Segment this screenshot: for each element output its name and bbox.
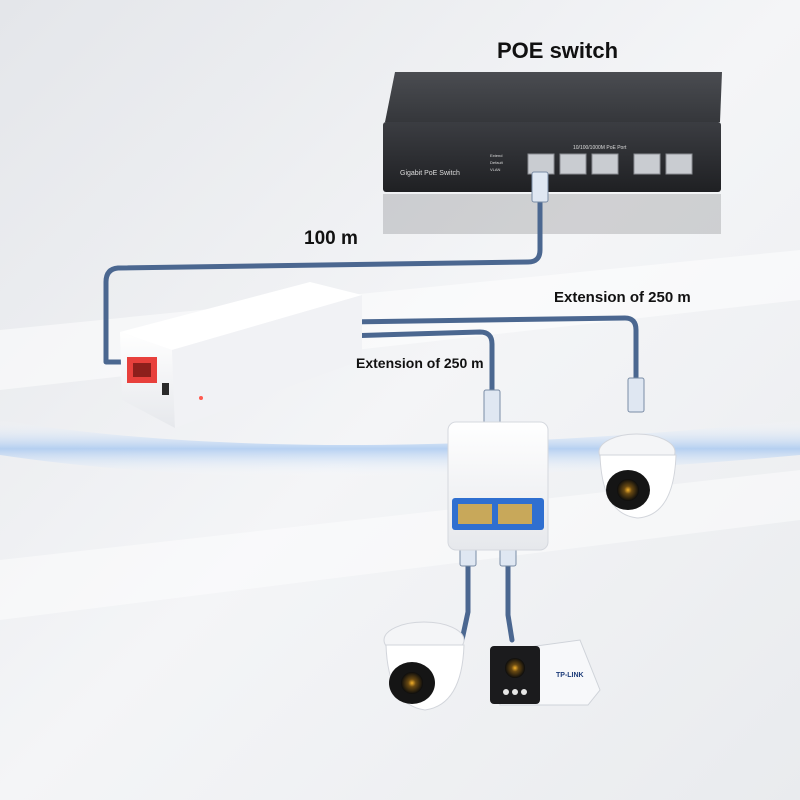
dome-camera-right bbox=[598, 433, 677, 519]
poe-splitter bbox=[447, 421, 549, 551]
bullet-camera: TP-LINK bbox=[490, 639, 601, 706]
cable-extender-to-camera-right bbox=[342, 315, 639, 383]
extension-label-left: Extension of 250 m bbox=[356, 355, 484, 371]
extender-power-jack[interactable] bbox=[162, 383, 169, 395]
splitter-body bbox=[447, 421, 549, 551]
switch-led-label: Extend bbox=[490, 153, 502, 158]
cable-splitter-to-bullet-camera bbox=[505, 562, 515, 643]
switch-ports bbox=[527, 153, 693, 175]
switch-port[interactable] bbox=[665, 153, 693, 175]
extender-top bbox=[120, 282, 362, 350]
splitter-output-port[interactable] bbox=[458, 504, 492, 524]
background-light-streak bbox=[0, 470, 800, 620]
camera-lens bbox=[401, 672, 423, 694]
distance-label-main: 100 m bbox=[304, 228, 358, 249]
switch-led-labels: Extend Default VLAN bbox=[490, 153, 504, 172]
poe-extender bbox=[120, 282, 362, 428]
cable-splitter-to-camera-left bbox=[459, 562, 471, 643]
dome-camera-left bbox=[383, 621, 465, 711]
rj45-plug bbox=[627, 377, 645, 413]
rj45-plug bbox=[531, 171, 549, 203]
switch-port[interactable] bbox=[591, 153, 619, 175]
extender-status-led bbox=[199, 396, 203, 400]
switch-top-face bbox=[385, 72, 722, 122]
switch-model-text: Gigabit PoE Switch bbox=[400, 170, 460, 177]
camera-lens bbox=[617, 479, 639, 501]
camera-lens bbox=[505, 658, 525, 678]
bullet-camera-brand: TP-LINK bbox=[556, 672, 584, 679]
switch-led-label: VLAN bbox=[490, 167, 501, 172]
switch-port[interactable] bbox=[633, 153, 661, 175]
poe-switch: Gigabit PoE Switch 10/100/1000M PoE Port… bbox=[383, 72, 722, 234]
bullet-camera-ir-leds bbox=[503, 689, 527, 695]
extender-input-port-socket bbox=[133, 363, 151, 377]
switch-led-label: Default bbox=[490, 160, 504, 165]
rj45-plug bbox=[483, 389, 501, 425]
cables bbox=[103, 197, 639, 643]
switch-port[interactable] bbox=[559, 153, 587, 175]
cable-switch-to-extender bbox=[103, 197, 543, 365]
switch-reflection bbox=[383, 194, 721, 234]
cable-extender-to-splitter bbox=[342, 329, 495, 395]
switch-title: POE switch bbox=[497, 38, 619, 63]
switch-port-header: 10/100/1000M PoE Port bbox=[573, 145, 627, 151]
switch-port[interactable] bbox=[527, 153, 555, 175]
extension-label-right: Extension of 250 m bbox=[554, 289, 691, 306]
extender-side bbox=[172, 295, 362, 428]
splitter-output-port[interactable] bbox=[498, 504, 532, 524]
